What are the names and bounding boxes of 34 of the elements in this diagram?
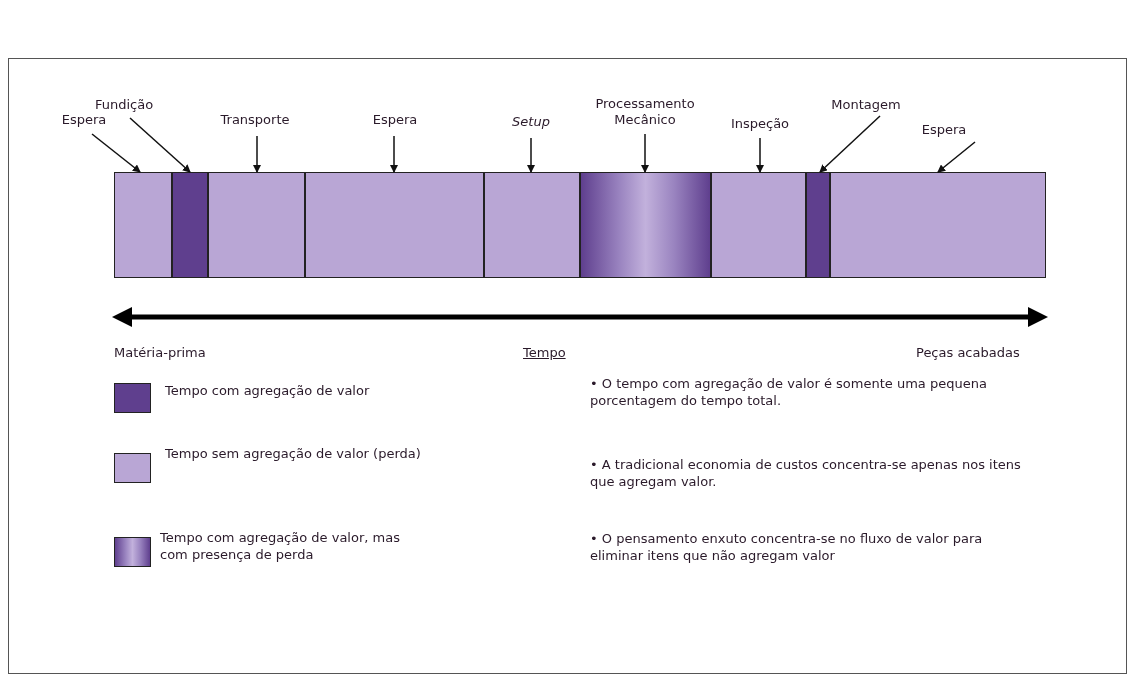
arrow [527,137,535,173]
step-label: Fundição [88,97,160,114]
arrow [91,133,141,173]
time-segment [484,172,580,278]
time-segment [711,172,806,278]
axis-label: Matéria-prima [114,345,206,362]
arrow [819,115,881,173]
time-segment [580,172,711,278]
arrow [390,135,398,173]
arrow [129,117,191,173]
time-segment [208,172,305,278]
time-segment [305,172,484,278]
arrow [756,137,764,173]
step-label: Transporte [205,112,305,129]
step-label: Montagem [826,97,906,114]
legend-text: Tempo com agregação de valor, mas com presença de perda [160,530,401,564]
axis-label: Tempo [523,345,566,362]
note-text: • A tradicional economia de custos concentra-se apenas nos itens que agregam valor. [590,457,1022,491]
axis-label: Peças acabadas [916,345,1020,362]
legend-text: Tempo com agregação de valor [165,383,371,400]
arrow [641,133,649,173]
step-label: Espera [908,122,980,139]
step-label: Espera [50,112,118,129]
time-segment [830,172,1046,278]
note-text: • O pensamento enxuto concentra-se no fluxo de valor para eliminar itens que não agregam valor [590,531,984,565]
time-segment [806,172,830,278]
step-label: Espera [362,112,428,129]
legend-text: Tempo sem agregação de valor (perda) [165,446,422,463]
time-segment [114,172,172,278]
arrow [937,141,976,173]
arrow [253,135,261,173]
note-text: • O tempo com agregação de valor é somente uma pequena porcentagem do tempo total. [590,376,988,410]
step-label: Setup [505,114,557,131]
time-segment [172,172,208,278]
